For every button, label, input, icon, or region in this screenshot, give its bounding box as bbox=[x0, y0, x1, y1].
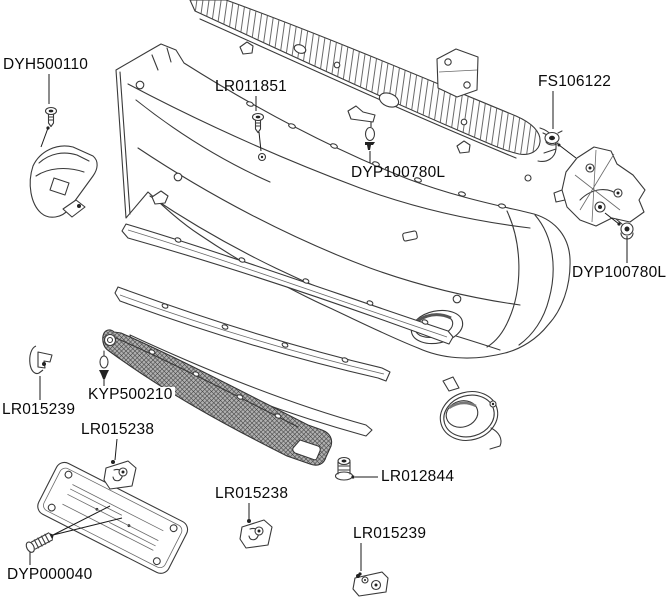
bracket-icon-lr015238-right bbox=[239, 518, 273, 549]
screw-icon-dyp000040 bbox=[25, 530, 54, 554]
bolt-icon-dyp100780l bbox=[616, 219, 633, 239]
callout-lr012844: LR012844 bbox=[381, 468, 455, 485]
callout-lr015239-right: LR015239 bbox=[353, 525, 427, 542]
callout-dyp100780l-right: DYP100780L bbox=[572, 264, 667, 281]
screw-icon-dyh500110 bbox=[46, 108, 57, 127]
trim-strip-middle bbox=[115, 287, 390, 381]
bracket-icon-lr015238-left bbox=[104, 460, 136, 489]
push-pin-icon-dyp100780l bbox=[365, 128, 375, 150]
fog-lamp-bezel bbox=[435, 377, 504, 449]
callout-lr011851: LR011851 bbox=[215, 78, 287, 95]
callout-fs106122: FS106122 bbox=[538, 73, 612, 90]
bumper-cover bbox=[116, 44, 570, 358]
callout-dyp000040: DYP000040 bbox=[7, 566, 93, 583]
leader-lines bbox=[30, 74, 627, 576]
callout-dyh500110: DYH500110 bbox=[3, 56, 89, 73]
pin-icon-kyp500210 bbox=[99, 351, 109, 379]
screw-icon-lr011851 bbox=[253, 114, 264, 133]
bumper-armature-beam bbox=[190, 0, 558, 161]
screw-icon-lr012844 bbox=[336, 458, 355, 481]
callout-kyp500210: KYP500210 bbox=[86, 386, 175, 403]
callout-dyp100780l-left: DYP100780L bbox=[351, 164, 446, 181]
grille-mesh bbox=[103, 330, 332, 465]
nut-icon-fs106122 bbox=[545, 131, 562, 145]
clip-icon-lr015239-left bbox=[30, 346, 52, 374]
clip-icon-lr015239-right bbox=[353, 572, 388, 596]
fog-lamp-bracket bbox=[554, 147, 645, 226]
trim-strip-upper bbox=[122, 224, 453, 344]
tow-eye-cover bbox=[30, 146, 97, 217]
licence-plate-plinth bbox=[35, 459, 191, 576]
callout-lr015238-right: LR015238 bbox=[215, 485, 289, 502]
callout-lr015238-left: LR015238 bbox=[81, 421, 155, 438]
callout-lr015239-left: LR015239 bbox=[2, 401, 76, 418]
